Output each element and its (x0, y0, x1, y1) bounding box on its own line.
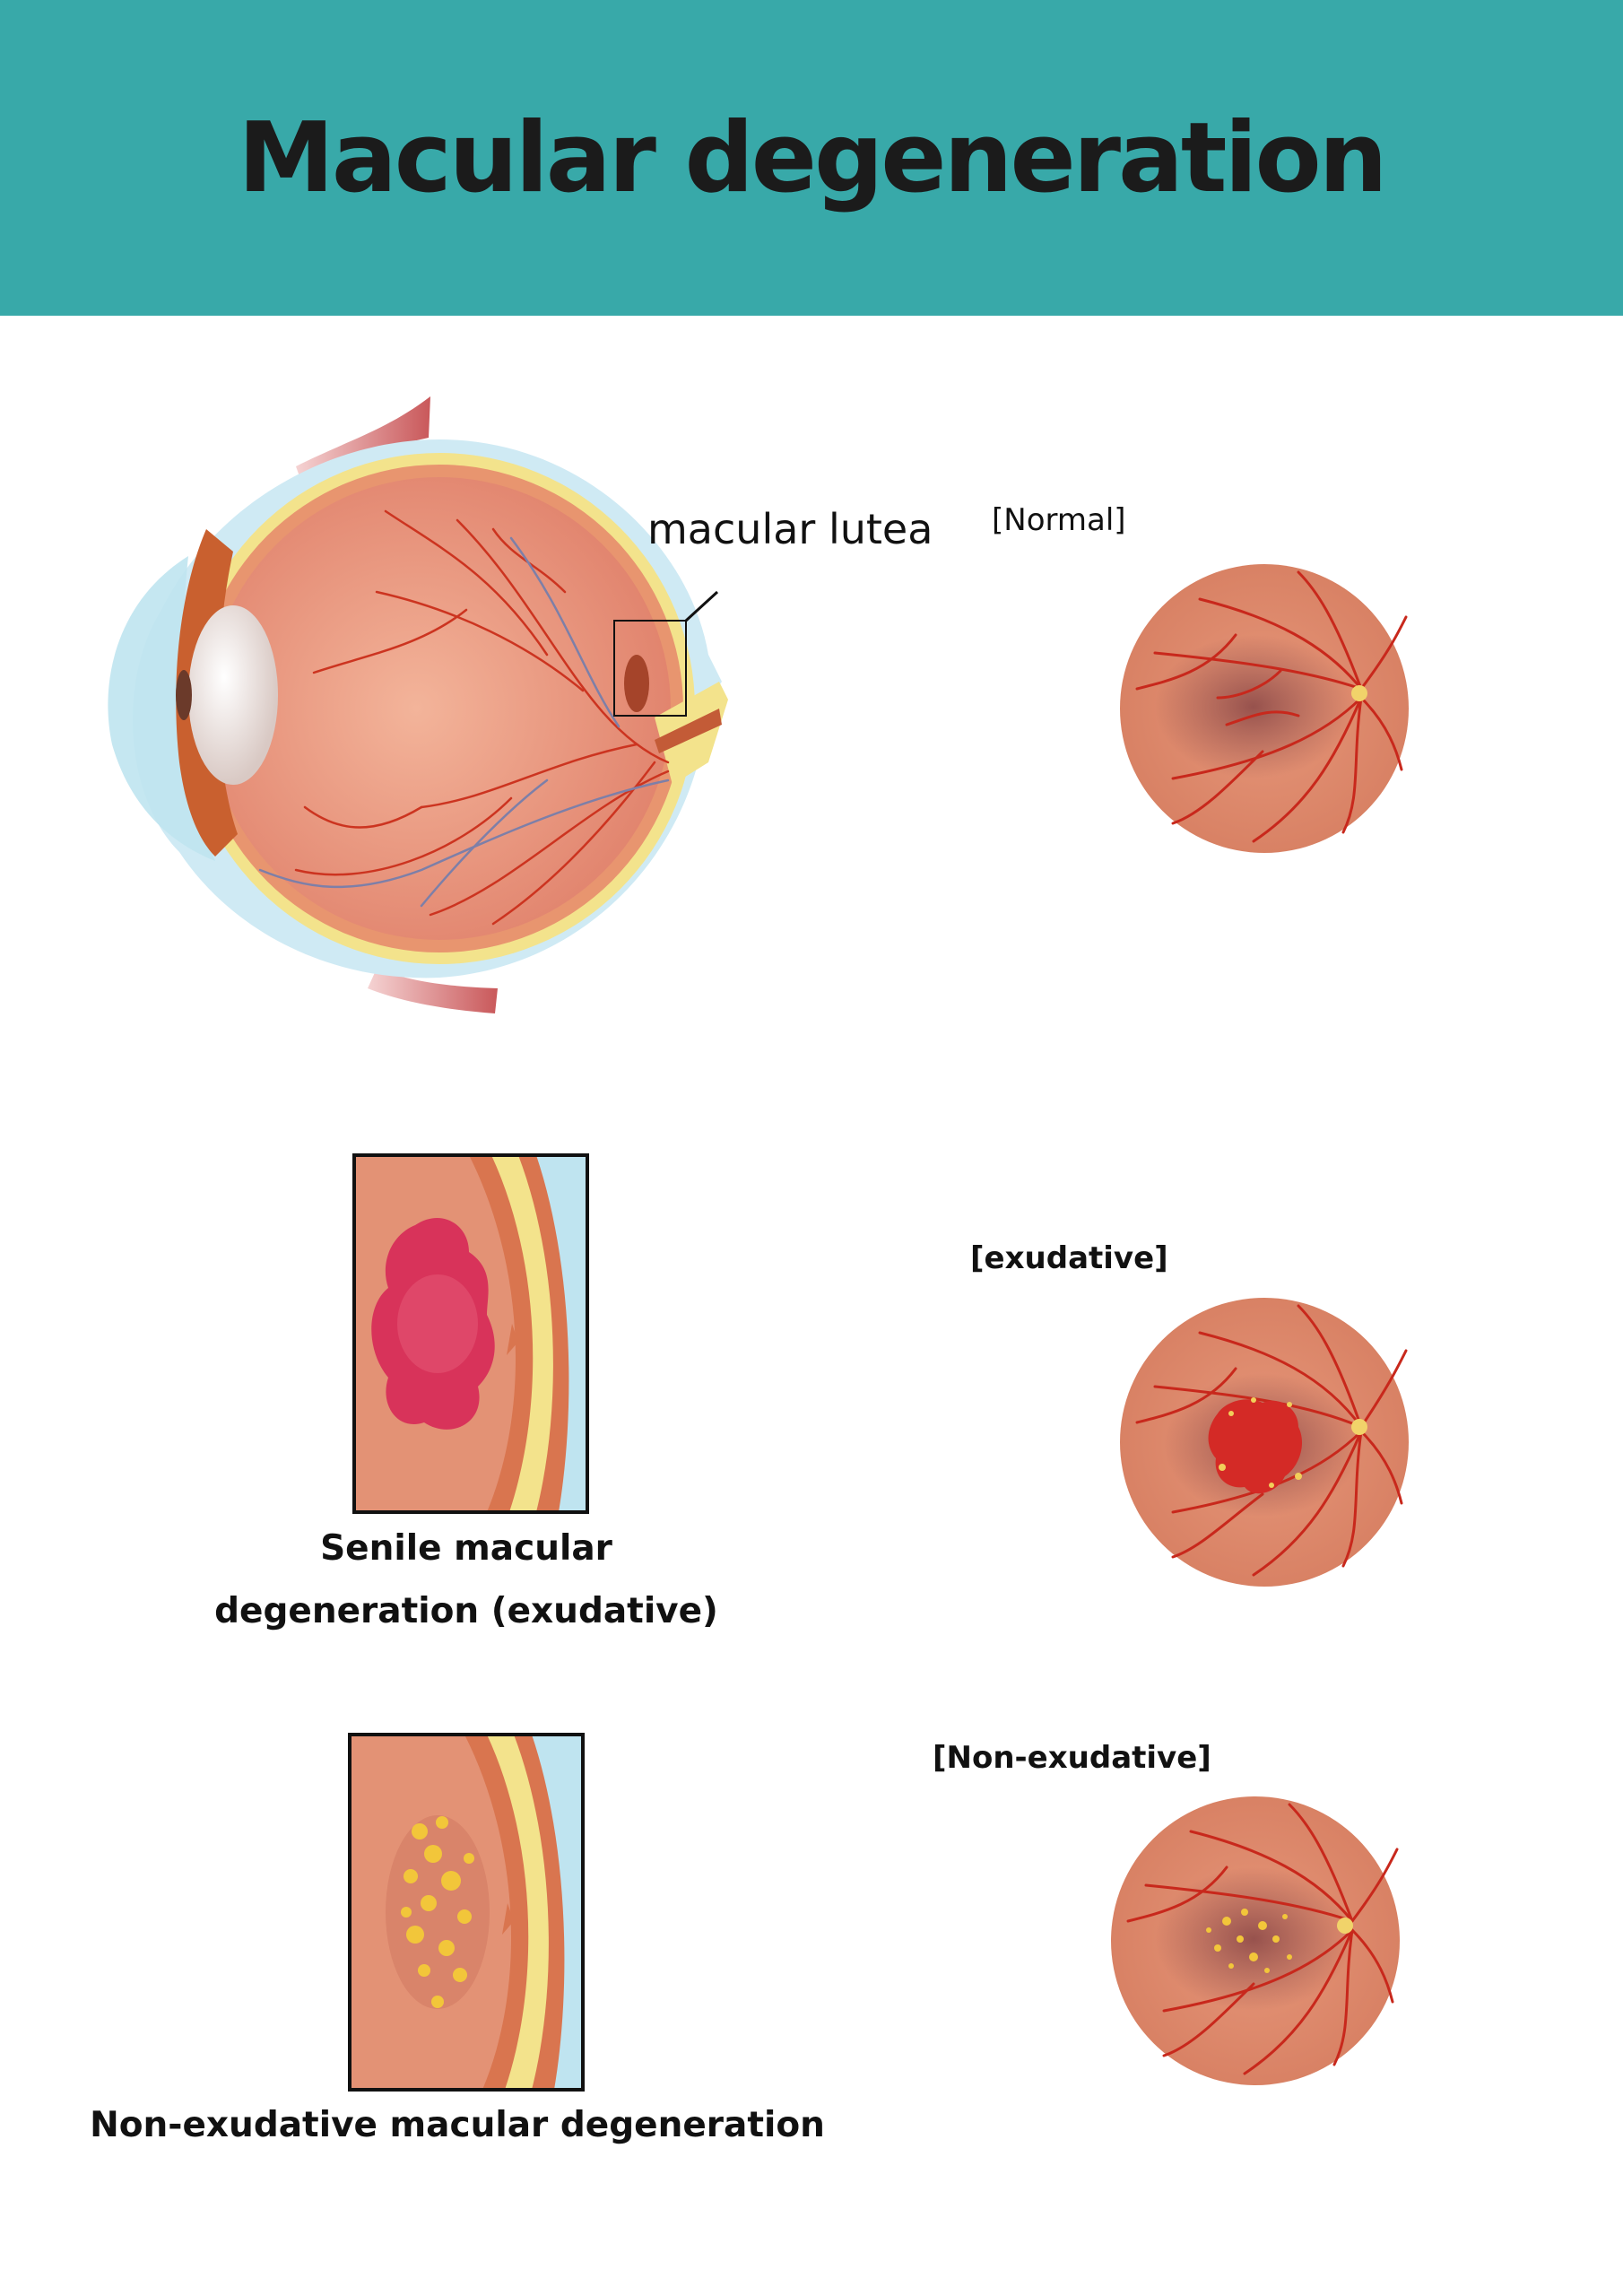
vitreous (208, 477, 671, 940)
caption-exudative: Senile macular degeneration (exudative) (206, 1518, 726, 1643)
non-exudative-label: [Non-exudative] (933, 1740, 1211, 1776)
pupil (176, 670, 192, 720)
macula-spot (624, 655, 649, 712)
fundus-normal (1120, 564, 1409, 853)
caption-exudative-line2: degeneration (exudative) (214, 1591, 718, 1631)
fundus-hemorrhage (1208, 1399, 1303, 1494)
page-title: Macular degeneration (238, 101, 1387, 214)
eye-cross-section (108, 396, 728, 1013)
eye-muscle-bottom (368, 969, 498, 1013)
macula-box (613, 620, 687, 717)
fundus-exudative (1120, 1298, 1409, 1587)
drusen-area (386, 1815, 490, 2009)
drusen-deposits (401, 1816, 474, 2008)
caption-non-exudative: Non-exudative macular degeneration (90, 2105, 825, 2145)
inset-exudative (352, 1153, 589, 1514)
macula-label: macular lutea (647, 505, 933, 553)
lens (188, 605, 278, 785)
exudative-label: [exudative] (970, 1240, 1168, 1276)
inset-non-exudative (348, 1733, 585, 2092)
fundus-non-exudative (1111, 1796, 1400, 2085)
normal-label: [Normal] (992, 502, 1126, 538)
macula-pointer (684, 590, 719, 622)
title-banner: Macular degeneration (0, 0, 1623, 316)
caption-exudative-line1: Senile macular (320, 1528, 612, 1569)
